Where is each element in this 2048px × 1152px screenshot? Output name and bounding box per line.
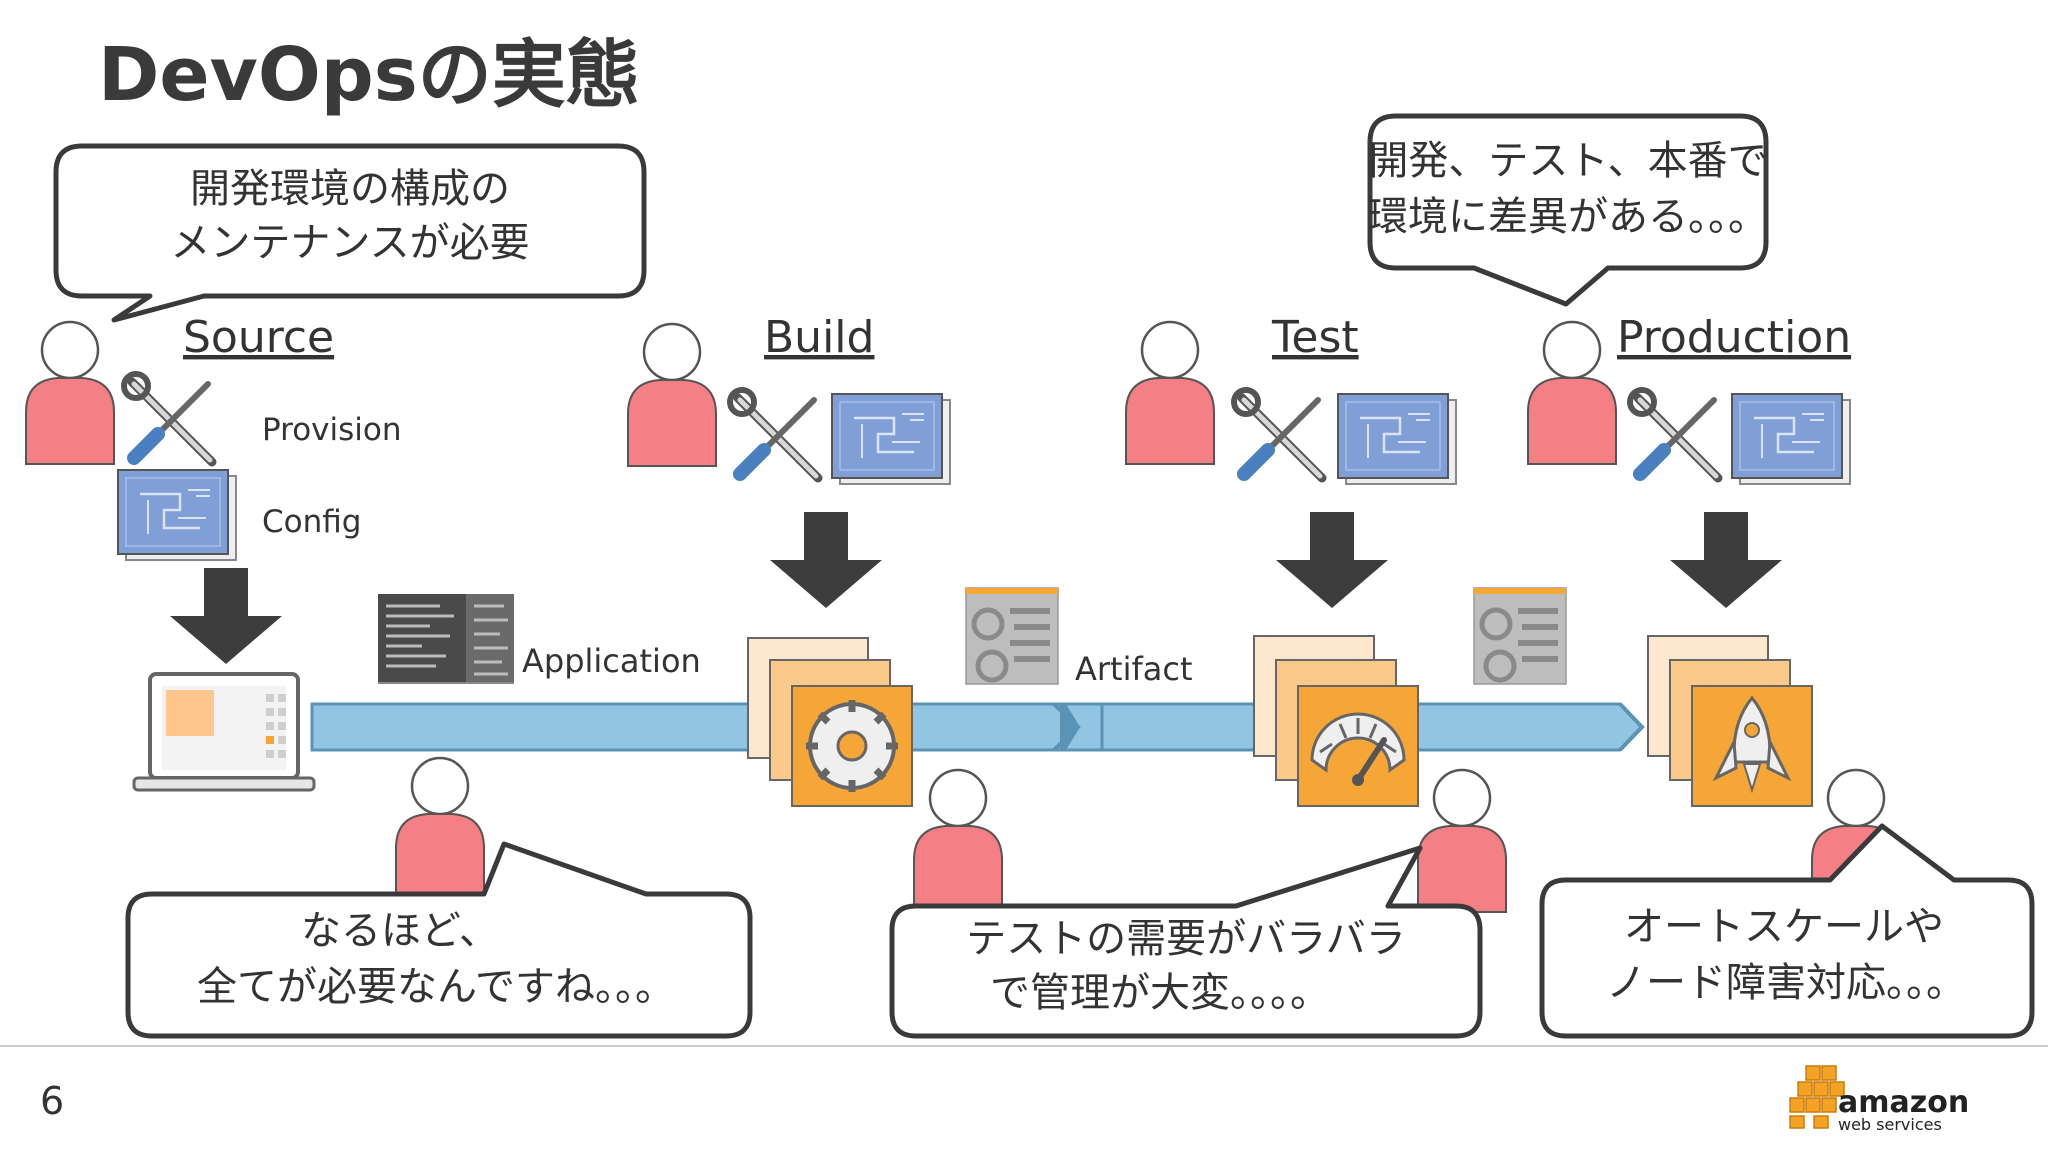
bubble-3-line-2: 全てが必要なんですね。。。 [197,964,675,1010]
build-down-arrow-icon [770,512,882,608]
artifact-icon-1 [966,588,1058,684]
speech-bubble-5: オートスケールや ノード障害対応。。。 [1539,823,2035,1039]
label-artifact: Artifact [1075,650,1193,688]
speech-bubble-2: 開発、テスト、本番で 環境に差異がある。。。 [1367,113,1769,307]
bubble-1-line-1: 開発環境の構成の [190,166,510,212]
dev-person-icon-3 [1416,768,1508,914]
bubble-3-line-1: なるほど、 [301,908,499,954]
bubble-4-line-1: テストの需要がバラバラ [966,916,1406,962]
stage-label-build: Build [764,312,874,363]
bubble-5-line-1: オートスケールや [1624,904,1944,950]
aws-logo-line-2: web services [1838,1115,1942,1134]
source-tools-icon [124,374,212,462]
test-server-icon [1253,635,1419,807]
artifact-icon-2 [1474,588,1566,684]
label-config: Config [262,504,361,540]
test-developer-icon [1124,320,1216,466]
stage-label-production: Production [1617,312,1851,363]
stage-label-test: Test [1271,312,1359,363]
speech-bubble-1: 開発環境の構成の メンテナンスが必要 [53,143,647,323]
build-blueprint-icon [830,392,952,486]
stage-label-source: Source [183,312,334,363]
aws-logo: amazon web services [1789,1065,1969,1134]
test-tools-icon [1234,390,1322,478]
dev-person-icon-2 [912,768,1004,914]
build-developer-icon [626,322,718,468]
bubble-2-line-1: 開発、テスト、本番で [1368,138,1767,184]
source-down-arrow-icon [170,568,282,664]
bubble-4-line-2: で管理が大変。。。。 [990,970,1330,1016]
code-editor-icon [378,594,514,684]
slide-title: DevOpsの実態 [98,32,640,118]
speech-bubble-4: テストの需要がバラバラ で管理が大変。。。。 [889,845,1483,1039]
speech-bubble-3: なるほど、 全てが必要なんですね。。。 [125,841,753,1039]
bubble-2-line-2: 環境に差異がある。。。 [1368,194,1768,240]
label-application: Application [522,642,701,680]
bubble-1-line-2: メンテナンスが必要 [170,220,529,266]
build-server-icon [747,637,913,807]
bubble-5-line-2: ノード障害対応。。。 [1606,960,1966,1006]
aws-cubes-icon [1789,1065,1845,1129]
build-tools-icon [730,390,818,478]
laptop-icon [132,672,316,792]
production-tools-icon [1630,390,1718,478]
test-blueprint-icon [1336,392,1458,486]
pipeline-bar [310,702,1645,752]
page-number: 6 [40,1079,64,1123]
label-provision: Provision [262,412,402,448]
production-server-icon [1647,635,1813,807]
test-down-arrow-icon [1276,512,1388,608]
source-blueprint-icon [116,468,238,562]
dev-person-icon-1 [394,756,486,902]
production-down-arrow-icon [1670,512,1782,608]
source-developer-icon [24,320,116,466]
production-blueprint-icon [1730,392,1852,486]
production-developer-icon [1526,320,1618,466]
aws-logo-line-1: amazon [1838,1085,1969,1120]
